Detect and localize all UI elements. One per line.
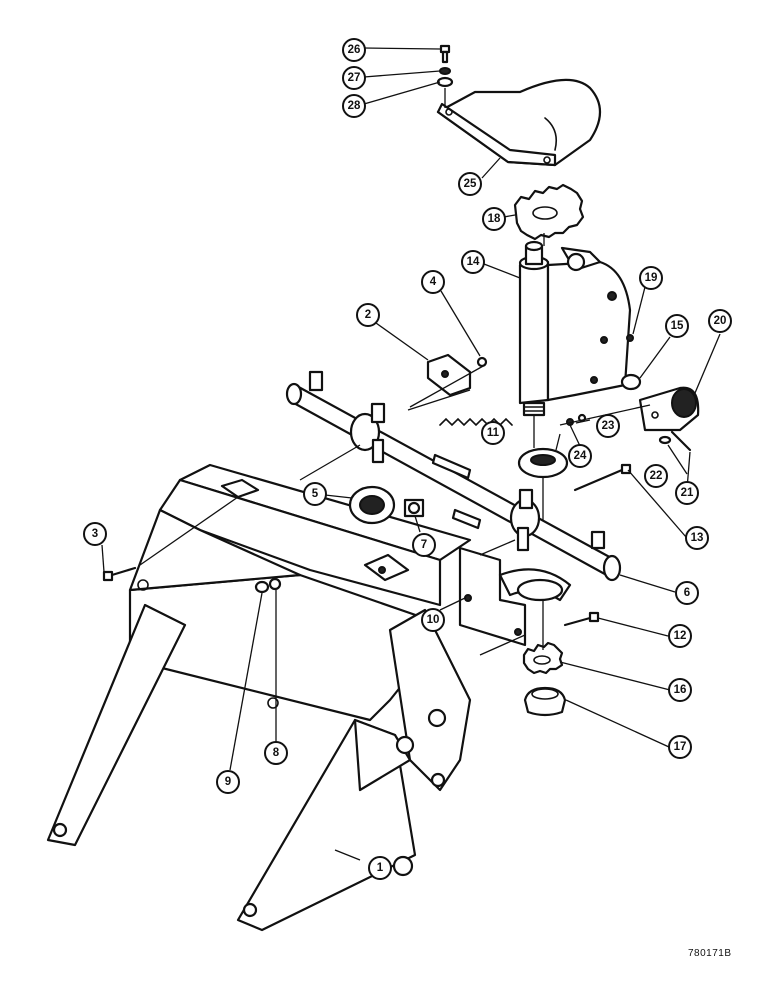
cover-plate <box>436 78 602 167</box>
callout-4: 4 <box>421 270 445 294</box>
callout-15: 15 <box>665 314 689 338</box>
callout-1-label: 1 <box>377 862 384 874</box>
callout-19-label: 19 <box>645 272 658 284</box>
callout-1: 1 <box>368 856 392 880</box>
callout-6: 6 <box>675 581 699 605</box>
callout-27: 27 <box>342 66 366 90</box>
callout-18: 18 <box>482 207 506 231</box>
callout-14: 14 <box>461 250 485 274</box>
callout-9-label: 9 <box>225 776 231 788</box>
callout-24-label: 24 <box>574 450 587 462</box>
small-bracket <box>426 353 488 397</box>
callout-20: 20 <box>708 309 732 333</box>
callout-12: 12 <box>668 624 692 648</box>
callout-21: 21 <box>675 481 699 505</box>
gear <box>513 183 585 241</box>
callout-13: 13 <box>685 526 709 550</box>
callout-7-label: 7 <box>421 539 427 551</box>
callout-26-label: 26 <box>348 44 361 56</box>
callout-12-label: 12 <box>674 630 687 642</box>
main-frame <box>46 463 472 932</box>
callout-4-label: 4 <box>430 276 437 288</box>
callout-18-label: 18 <box>488 213 501 225</box>
callout-17: 17 <box>668 735 692 759</box>
callout-8-label: 8 <box>273 747 280 759</box>
callout-23-label: 23 <box>602 420 615 432</box>
drawing-number: 780171B <box>688 948 732 959</box>
lock-washer-and-cap <box>522 641 567 717</box>
callout-13-label: 13 <box>691 532 704 544</box>
callout-14-label: 14 <box>467 256 480 268</box>
callout-17-label: 17 <box>674 741 687 753</box>
callout-6-label: 6 <box>684 587 690 599</box>
callout-22: 22 <box>644 464 668 488</box>
callout-16-label: 16 <box>674 684 687 696</box>
lower-bracket <box>458 546 572 647</box>
callout-3-label: 3 <box>92 528 98 540</box>
callout-28-label: 28 <box>348 100 361 112</box>
callout-10-label: 10 <box>427 614 440 626</box>
cover-bolt-set <box>436 44 454 88</box>
callout-10: 10 <box>421 608 445 632</box>
seal <box>348 485 396 525</box>
callout-20-label: 20 <box>714 315 727 327</box>
callout-28: 28 <box>342 94 366 118</box>
fitting <box>403 498 425 518</box>
callout-5-label: 5 <box>312 488 319 500</box>
callout-2-label: 2 <box>365 309 371 321</box>
callout-11-label: 11 <box>487 427 500 439</box>
callout-11: 11 <box>481 421 505 445</box>
callout-27-label: 27 <box>348 72 361 84</box>
callout-25: 25 <box>458 172 482 196</box>
callout-23: 23 <box>596 414 620 438</box>
callout-16: 16 <box>668 678 692 702</box>
pivot-housing <box>518 240 632 417</box>
callout-25-label: 25 <box>464 178 477 190</box>
callout-8: 8 <box>264 741 288 765</box>
callout-5: 5 <box>303 482 327 506</box>
callout-21-label: 21 <box>681 487 694 499</box>
callout-2: 2 <box>356 303 380 327</box>
nut-and-washer <box>254 577 282 594</box>
callout-24: 24 <box>568 444 592 468</box>
callout-26: 26 <box>342 38 366 62</box>
callout-19: 19 <box>639 266 663 290</box>
callout-22-label: 22 <box>650 470 663 482</box>
bolts <box>102 463 632 627</box>
callout-3: 3 <box>83 522 107 546</box>
callout-9: 9 <box>216 770 240 794</box>
callout-7: 7 <box>412 533 436 557</box>
bearing <box>517 447 569 479</box>
callout-15-label: 15 <box>671 320 684 332</box>
arm-parts <box>566 334 700 452</box>
rack-tube <box>285 370 622 582</box>
